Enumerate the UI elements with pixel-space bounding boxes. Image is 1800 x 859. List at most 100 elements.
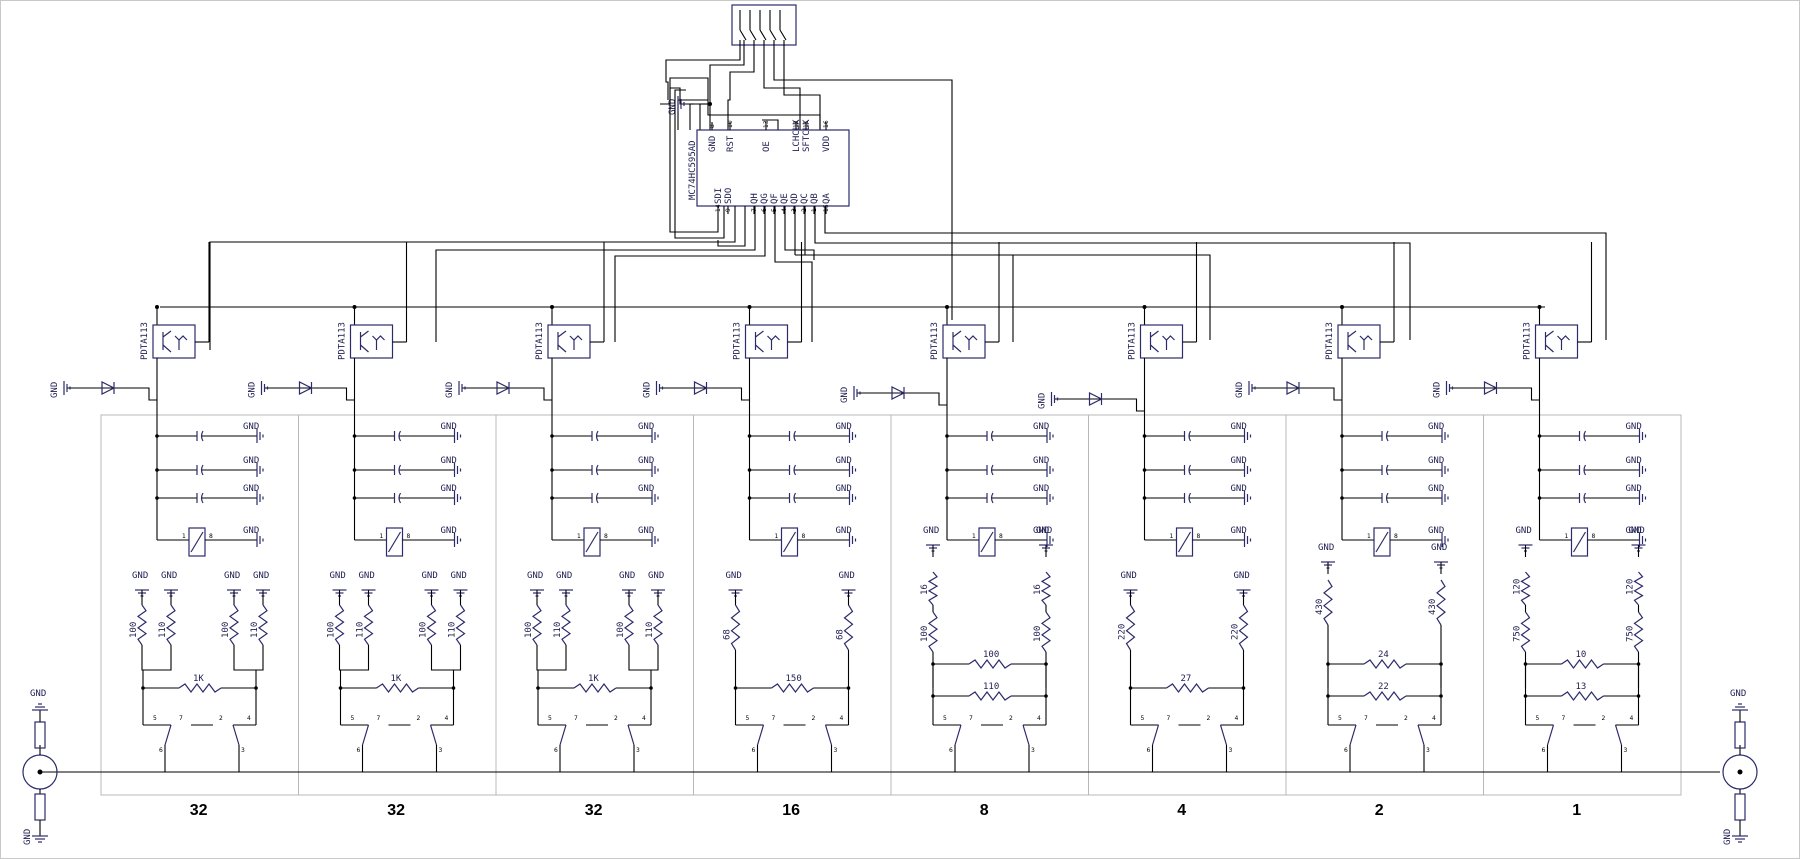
gnd-label: GND (441, 484, 457, 494)
resistor (843, 604, 854, 651)
ic-pin-number: 12 (793, 120, 800, 128)
pin-number: 8 (407, 533, 411, 540)
resistor (165, 604, 177, 646)
gnd-label: GND (1626, 484, 1642, 494)
header-connector (731, 4, 797, 46)
gnd-label: GND (643, 382, 653, 398)
gnd-label: GND (161, 571, 177, 581)
stage-weight-label: 1 (1572, 802, 1581, 819)
gnd-symbol (651, 429, 659, 443)
ic-pin-number: 9 (725, 208, 732, 212)
capacitor: GND (1142, 422, 1252, 443)
ic-pin-number: 8 (709, 124, 716, 128)
gnd-label: GND (1428, 422, 1444, 432)
gnd-label: GND (638, 456, 654, 466)
pin-number: 1 (380, 533, 384, 540)
pin-number: 2 (1009, 715, 1013, 722)
capacitor: GND (1537, 484, 1647, 505)
ic-pin-label: QE (780, 193, 790, 204)
transistor: PDTA113 (930, 322, 986, 360)
rf-connector-left: GND GND (22, 689, 58, 845)
gnd-label: GND (422, 571, 438, 581)
resistor-value: 100 (524, 622, 534, 638)
gnd-label: GND (1629, 526, 1645, 536)
resistor-value: 100 (616, 622, 626, 638)
pin-number: 6 (1147, 747, 1151, 754)
resistor (363, 604, 374, 646)
pin-number: 3 (1624, 747, 1628, 754)
capacitor: GND (155, 422, 264, 443)
resistor (1436, 579, 1446, 626)
gnd-label: GND (836, 484, 852, 494)
gnd-label: GND (1626, 456, 1642, 466)
diode (1449, 381, 1540, 401)
transistor-label: PDTA113 (1523, 322, 1533, 360)
pin-number: 2 (1207, 715, 1211, 722)
pin-number: 4 (1432, 715, 1436, 722)
pin-number: 1 (1565, 533, 1569, 540)
transistor: PDTA113 (1523, 322, 1579, 360)
pin-number: 1 (577, 533, 581, 540)
gnd-symbol (256, 491, 264, 505)
gnd-label: GND (1033, 484, 1049, 494)
pin-number: 2 (1602, 715, 1606, 722)
capacitor: GND (352, 456, 462, 477)
transistor-label: PDTA113 (535, 322, 545, 360)
ic-gnd-label: GND (668, 99, 678, 115)
diode (1054, 392, 1145, 412)
gnd-label: GND (1428, 484, 1444, 494)
gnd-label: GND (1231, 484, 1247, 494)
gnd-label: GND (248, 382, 258, 398)
gnd-symbol (453, 429, 462, 443)
ic-pin-number: 16 (823, 120, 830, 128)
resistor (257, 604, 269, 646)
pin-number: 4 (840, 715, 844, 722)
gnd-label: GND (836, 422, 852, 432)
capacitor: GND (747, 484, 857, 505)
pin-number: 2 (812, 715, 816, 722)
rf-connector-right: GND GND (1722, 689, 1758, 845)
gnd-symbol (1046, 429, 1054, 443)
ic-pin-label: RST (726, 135, 736, 152)
resistor (228, 604, 240, 646)
pin-number: 6 (1344, 747, 1348, 754)
gnd-label: GND (441, 456, 457, 466)
pin-number: 5 (1536, 715, 1540, 722)
gnd-symbol (1046, 463, 1054, 477)
ic-pin-label: QA (822, 193, 832, 204)
resistor-value: 10 (1576, 650, 1587, 660)
stage-weight-label: 32 (585, 802, 603, 819)
gnd-label: GND (1121, 571, 1137, 581)
resistor-value: 100 (327, 622, 337, 638)
gnd-label: GND (556, 571, 572, 581)
capacitor: GND (550, 422, 659, 443)
resistor (1363, 659, 1407, 669)
gnd-label: GND (1033, 526, 1049, 536)
gnd-symbol (1445, 381, 1454, 395)
gnd-label: GND (445, 382, 455, 398)
gnd-symbol (63, 381, 71, 395)
pin-number: 8 (802, 533, 806, 540)
resistor-value: 110 (158, 622, 168, 638)
gnd-label: GND (253, 571, 269, 581)
resistor (1633, 571, 1644, 606)
capacitor: GND (1142, 484, 1252, 505)
pin-number: 6 (554, 747, 558, 754)
resistor-value: 100 (983, 650, 999, 660)
gnd-label: GND (638, 422, 654, 432)
